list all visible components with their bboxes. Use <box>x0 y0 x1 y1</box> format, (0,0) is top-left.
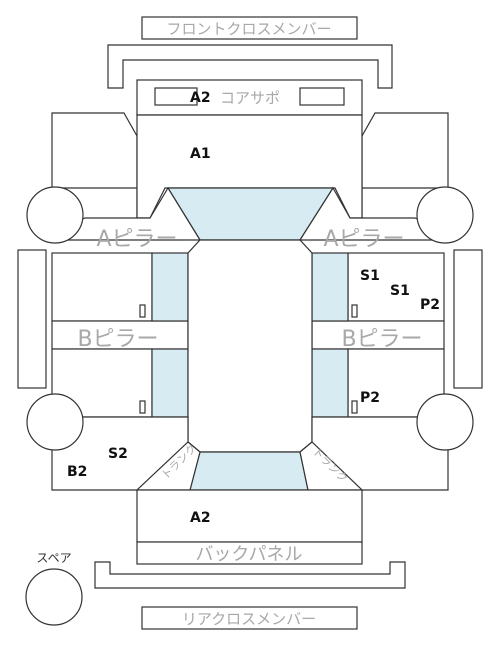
handle-front-left <box>139 304 146 318</box>
b-pillar-right-label: Bピラー <box>341 327 422 352</box>
handle-rear-right <box>351 400 358 414</box>
code-front-door-s1-a: S1 <box>360 268 380 284</box>
front-bumper <box>107 44 393 89</box>
code-front-door-p2: P2 <box>420 297 440 313</box>
a-pillar-right-label: Aピラー <box>323 227 404 252</box>
headlight-right <box>299 87 345 106</box>
wheel-front-right <box>416 186 474 244</box>
code-front-door-s1-b: S1 <box>390 283 410 299</box>
code-rear-quarter-b2: B2 <box>67 464 87 480</box>
rocker-right <box>453 249 483 389</box>
back-panel-label: バックパネル <box>195 544 302 565</box>
rear-cross-member-box <box>141 606 358 630</box>
core-support-label: コアサポ <box>220 89 280 107</box>
trunk-lid <box>136 489 363 543</box>
back-panel-box <box>136 541 363 565</box>
wheel-front-left <box>26 186 84 244</box>
handle-front-right <box>351 304 358 318</box>
wheel-rear-right <box>416 393 474 451</box>
front-cross-member-label: フロントクロスメンバー <box>166 20 331 38</box>
rear-cross-member-label: リアクロスメンバー <box>182 610 316 628</box>
window-rear-left <box>151 348 189 418</box>
code-hood: A1 <box>190 146 211 162</box>
handle-rear-left <box>139 400 146 414</box>
code-rear-quarter-s2: S2 <box>108 446 128 462</box>
rocker-left <box>17 249 47 389</box>
rear-bumper <box>94 561 406 589</box>
code-rear-door-p2: P2 <box>360 390 380 406</box>
spare-tire-label: スペア <box>36 551 71 565</box>
window-front-left <box>151 252 189 322</box>
window-rear-right <box>311 348 349 418</box>
code-core-support: A2 <box>190 90 211 106</box>
b-pillar-left-label: Bピラー <box>77 327 158 352</box>
code-trunk-lid: A2 <box>190 510 211 526</box>
spare-tire <box>25 568 83 626</box>
rear-window <box>189 451 309 491</box>
headlight-left <box>154 87 198 106</box>
window-front-right <box>311 252 349 322</box>
a-pillar-left-label: Aピラー <box>96 227 177 252</box>
roof-panel <box>187 239 313 453</box>
front-door-left <box>51 252 153 322</box>
front-cross-member-box <box>141 16 358 40</box>
wheel-rear-left <box>26 393 84 451</box>
